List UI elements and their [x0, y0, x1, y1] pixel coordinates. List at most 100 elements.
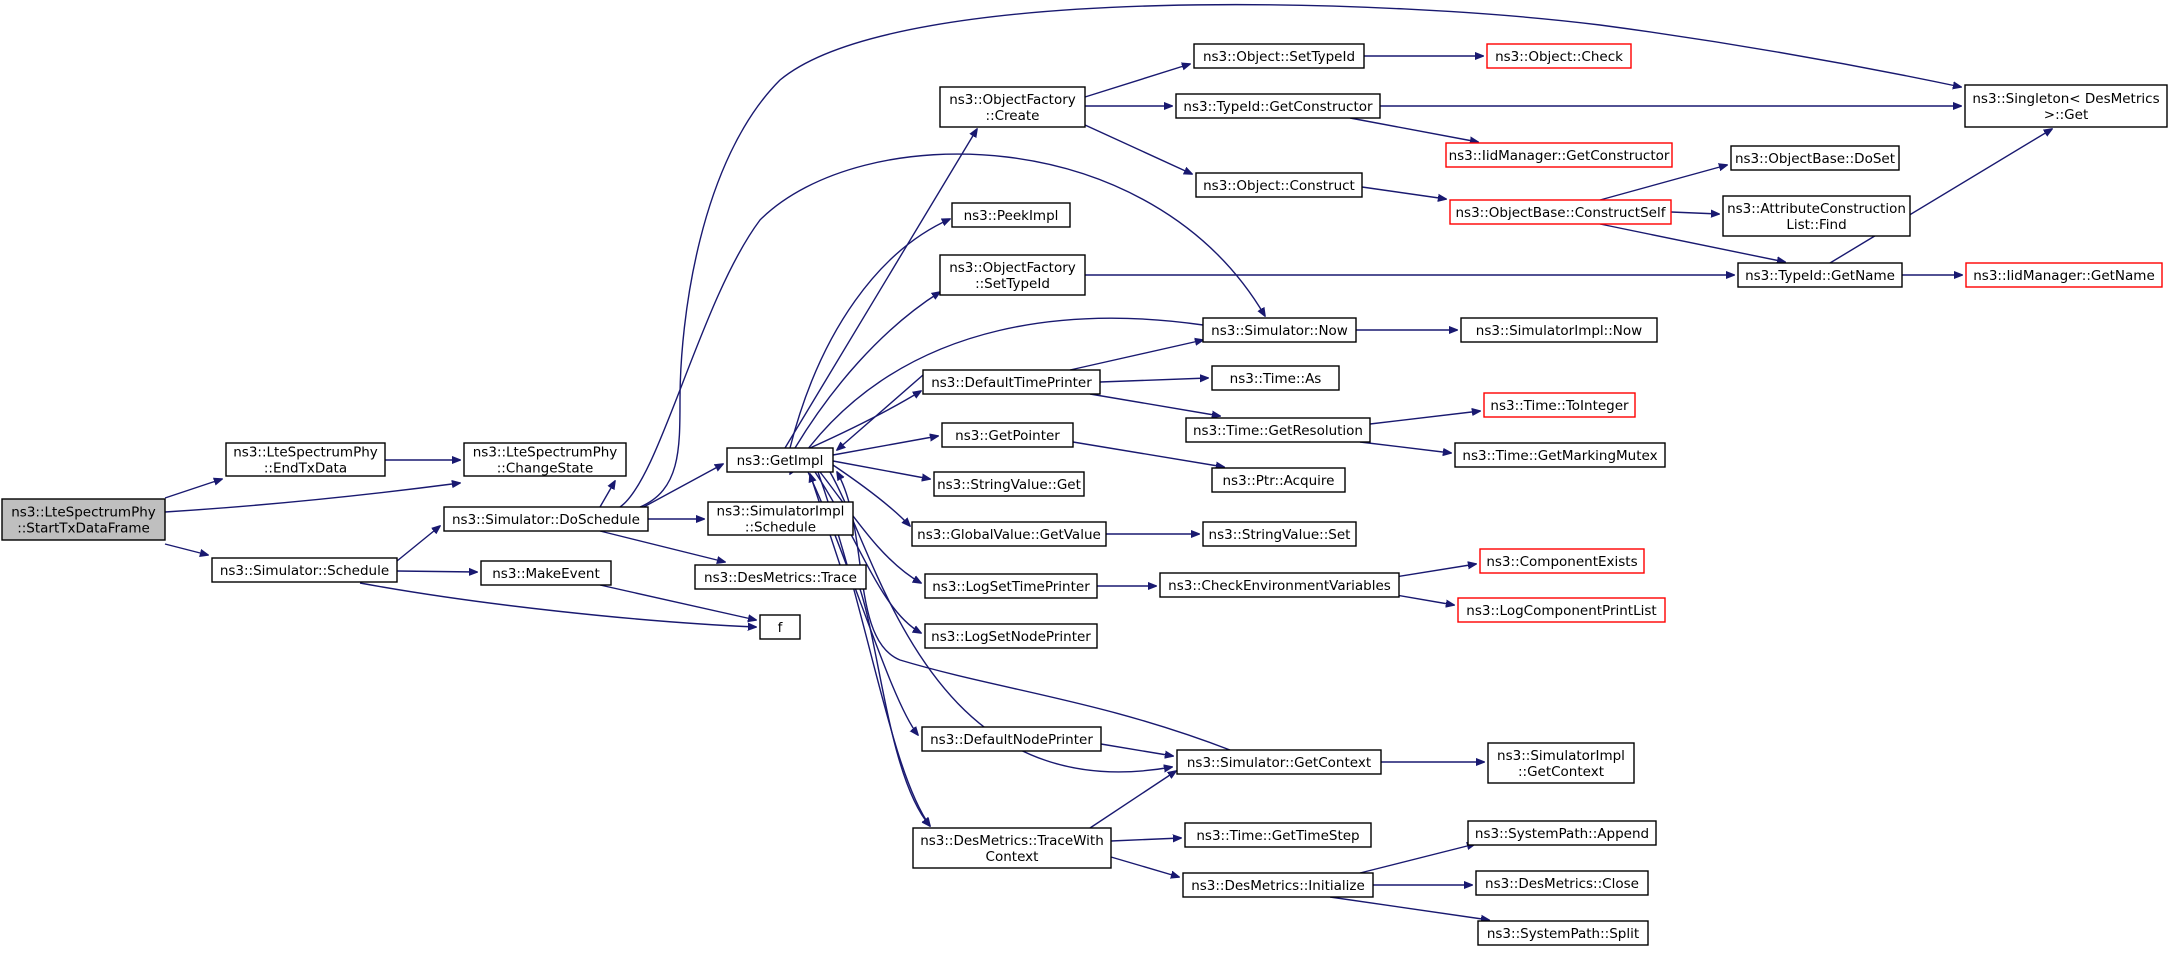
edge-timegetres-to-timemutex — [1359, 441, 1451, 453]
node-root[interactable]: ns3::LteSpectrumPhy::StartTxDataFrame — [1, 498, 166, 541]
node-label: ns3::LogComponentPrintList — [1466, 603, 1656, 619]
edge-root-to-schedule — [164, 543, 208, 555]
node-timegetres[interactable]: ns3::Time::GetResolution — [1185, 417, 1371, 443]
node-doschedule[interactable]: ns3::Simulator::DoSchedule — [443, 506, 649, 532]
node-iidgetctor[interactable]: ns3::IidManager::GetConstructor — [1445, 142, 1673, 168]
edge-doschedule-to-singleton — [639, 3, 1961, 508]
node-ptracquire[interactable]: ns3::Ptr::Acquire — [1211, 467, 1346, 493]
edge-checkenv-to-compexists — [1394, 564, 1476, 578]
node-logsetnode[interactable]: ns3::LogSetNodePrinter — [924, 623, 1098, 649]
node-label: ns3::PeekImpl — [964, 208, 1059, 224]
node-getimpl[interactable]: ns3::GetImpl — [726, 447, 834, 473]
node-label: ns3::GlobalValue::GetValue — [917, 527, 1101, 543]
node-timemutex[interactable]: ns3::Time::GetMarkingMutex — [1454, 442, 1666, 468]
node-box — [707, 501, 854, 536]
node-label: ::Create — [986, 108, 1040, 124]
node-label: ns3::Time::GetTimeStep — [1196, 828, 1359, 844]
node-ofsettypeid[interactable]: ns3::ObjectFactory::SetTypeId — [939, 254, 1086, 296]
node-label: ns3::GetImpl — [737, 453, 824, 469]
edge-obconstructself-to-acfind — [1670, 212, 1719, 214]
node-stringvalueset[interactable]: ns3::StringValue::Set — [1202, 521, 1357, 547]
node-checkenv[interactable]: ns3::CheckEnvironmentVariables — [1159, 572, 1400, 598]
node-simimplnow[interactable]: ns3::SimulatorImpl::Now — [1460, 317, 1658, 343]
edge-schedule-to-f — [359, 582, 756, 627]
node-spappend[interactable]: ns3::SystemPath::Append — [1467, 820, 1657, 846]
edge-defnodeprinter-to-simgetctx — [1100, 743, 1173, 756]
edge-tracewithctx-to-simgetctx — [1089, 771, 1176, 829]
node-box — [1730, 145, 1900, 171]
node-box — [1454, 442, 1666, 468]
node-objsettypeid[interactable]: ns3::Object::SetTypeId — [1193, 43, 1365, 69]
node-label: f — [778, 620, 784, 636]
node-dmclose[interactable]: ns3::DesMetrics::Close — [1475, 870, 1649, 896]
node-trace[interactable]: ns3::DesMetrics::Trace — [694, 564, 867, 590]
node-box — [1185, 417, 1371, 443]
node-label: ns3::Time::ToInteger — [1490, 398, 1629, 414]
node-box — [1483, 392, 1636, 418]
node-simimplgetctx[interactable]: ns3::SimulatorImpl::GetContext — [1487, 742, 1635, 784]
node-label: ns3::TypeId::GetName — [1745, 268, 1895, 284]
node-logsettime[interactable]: ns3::LogSetTimePrinter — [924, 573, 1098, 599]
node-label: List::Find — [1786, 217, 1846, 233]
node-box — [941, 422, 1074, 448]
node-label: ns3::SystemPath::Append — [1475, 826, 1649, 842]
node-label: Context — [986, 849, 1039, 865]
node-timetoint[interactable]: ns3::Time::ToInteger — [1483, 392, 1636, 418]
node-tidgetname[interactable]: ns3::TypeId::GetName — [1737, 262, 1903, 288]
node-label: ns3::Object::Check — [1495, 49, 1623, 65]
node-box — [1475, 870, 1649, 896]
node-obdoset[interactable]: ns3::ObjectBase::DoSet — [1730, 145, 1900, 171]
node-changestate[interactable]: ns3::LteSpectrumPhy::ChangeState — [463, 442, 627, 477]
node-timegetstep[interactable]: ns3::Time::GetTimeStep — [1184, 822, 1372, 848]
node-endtx[interactable]: ns3::LteSpectrumPhy::EndTxData — [225, 442, 386, 477]
node-tidgetctor[interactable]: ns3::TypeId::GetConstructor — [1175, 93, 1381, 119]
node-label: ns3::ObjectFactory — [949, 260, 1076, 276]
node-simnow[interactable]: ns3::Simulator::Now — [1202, 317, 1357, 343]
node-compexists[interactable]: ns3::ComponentExists — [1479, 548, 1645, 574]
node-box — [694, 564, 867, 590]
node-simgetctx[interactable]: ns3::Simulator::GetContext — [1176, 749, 1382, 775]
node-logcomplist[interactable]: ns3::LogComponentPrintList — [1457, 597, 1666, 623]
node-singleton[interactable]: ns3::Singleton< DesMetrics >::Get — [1964, 84, 2168, 128]
node-objcheck[interactable]: ns3::Object::Check — [1486, 43, 1632, 69]
node-box — [1211, 365, 1340, 391]
node-label: ns3::Ptr::Acquire — [1223, 473, 1335, 489]
node-objconstruct[interactable]: ns3::Object::Construct — [1195, 172, 1363, 198]
node-deftimeprinter[interactable]: ns3::DefaultTimePrinter — [922, 369, 1101, 395]
edge-getimpl-to-logsettime — [819, 471, 921, 583]
node-label: ns3::Time::GetMarkingMutex — [1462, 448, 1657, 464]
node-timeas[interactable]: ns3::Time::As — [1211, 365, 1340, 391]
node-f[interactable]: f — [759, 614, 801, 640]
nodes-layer: ns3::LteSpectrumPhy::StartTxDataFramens3… — [1, 43, 2168, 946]
node-gvgetvalue[interactable]: ns3::GlobalValue::GetValue — [911, 521, 1107, 547]
node-label: ::Schedule — [745, 520, 816, 536]
node-box — [1457, 597, 1666, 623]
node-stringvalueget[interactable]: ns3::StringValue::Get — [933, 471, 1085, 497]
node-peekimpl[interactable]: ns3::PeekImpl — [951, 202, 1071, 228]
edge-obconstructself-to-obdoset — [1599, 165, 1727, 201]
node-box — [933, 471, 1085, 497]
node-obconstructself[interactable]: ns3::ObjectBase::ConstructSelf — [1449, 199, 1672, 225]
node-label: ns3::TypeId::GetConstructor — [1183, 99, 1373, 115]
edge-doschedule-to-getimpl — [639, 464, 723, 510]
edge-getimpl-to-ofsettypeid — [794, 292, 940, 449]
node-box — [1193, 43, 1365, 69]
node-schedule[interactable]: ns3::Simulator::Schedule — [211, 557, 398, 583]
node-box — [951, 202, 1071, 228]
node-defnodeprinter[interactable]: ns3::DefaultNodePrinter — [921, 726, 1102, 752]
node-label: ns3::ObjectBase::ConstructSelf — [1456, 205, 1667, 221]
node-spsplit[interactable]: ns3::SystemPath::Split — [1477, 920, 1649, 946]
node-label: ns3::SimulatorImpl — [1497, 748, 1625, 764]
node-dminit[interactable]: ns3::DesMetrics::Initialize — [1182, 872, 1374, 898]
edge-trace-to-tracewithctx — [859, 588, 930, 826]
node-getpointer[interactable]: ns3::GetPointer — [941, 422, 1074, 448]
node-makeevent[interactable]: ns3::MakeEvent — [480, 560, 612, 586]
node-label: ns3::MakeEvent — [492, 566, 600, 582]
node-box — [911, 521, 1107, 547]
node-box — [939, 86, 1086, 128]
node-ofcreate[interactable]: ns3::ObjectFactory::Create — [939, 86, 1086, 128]
node-iidgetname[interactable]: ns3::IidManager::GetName — [1965, 262, 2163, 288]
node-simimplschedule[interactable]: ns3::SimulatorImpl::Schedule — [707, 501, 854, 536]
